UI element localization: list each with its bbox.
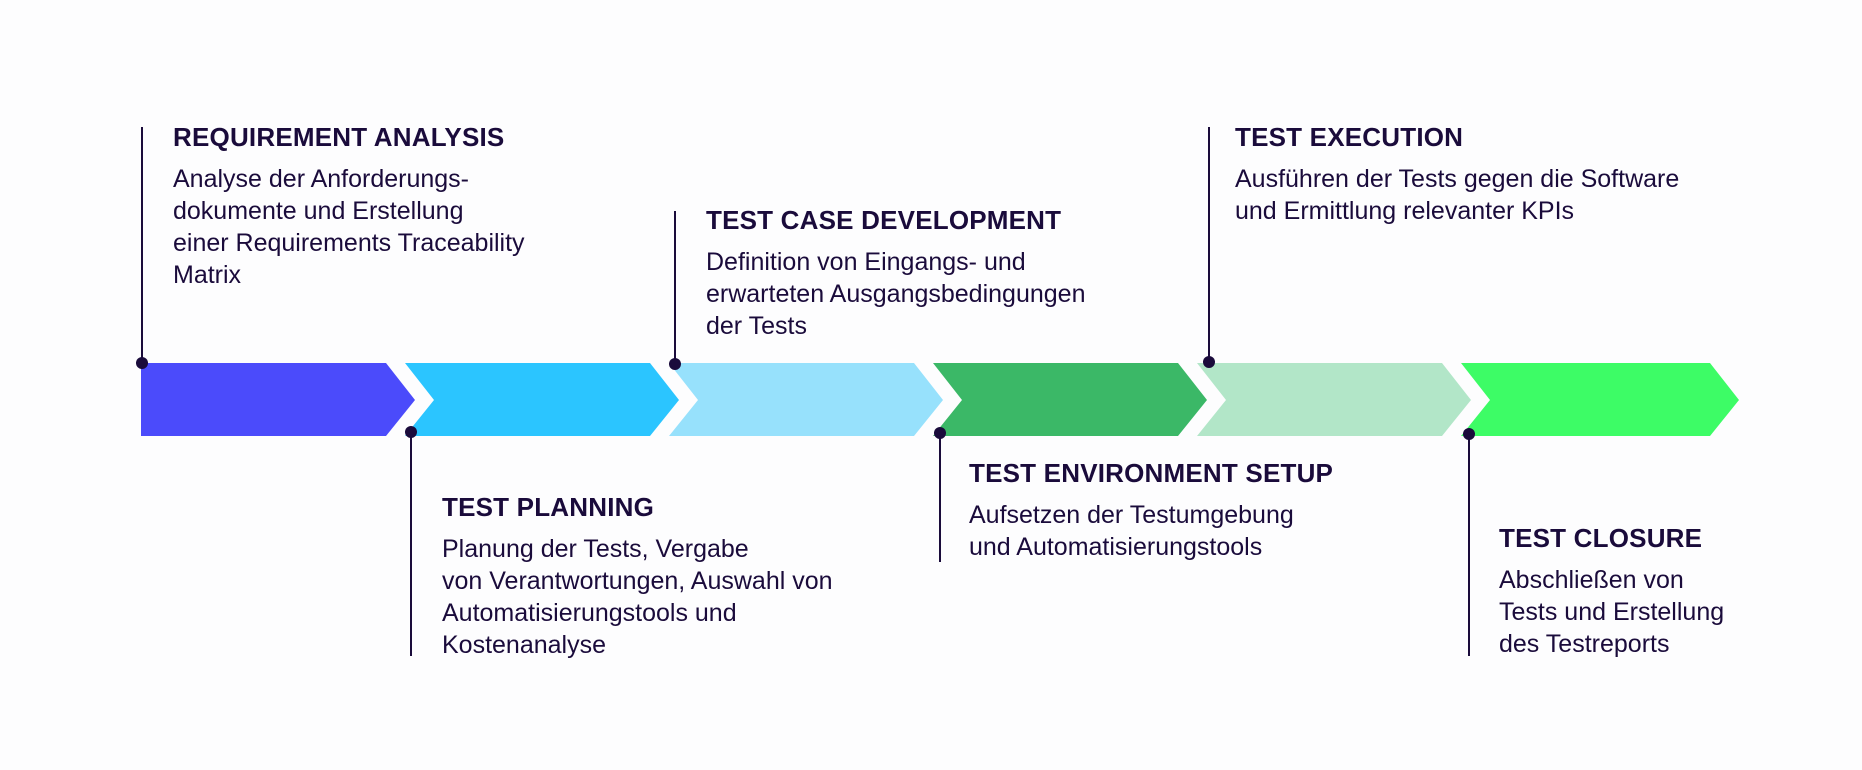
step-test-case-development: TEST CASE DEVELOPMENT Definition von Ein… (706, 204, 1085, 342)
step-title-test-planning: TEST PLANNING (442, 492, 655, 522)
chevron-test-environment-setup (933, 363, 1207, 436)
step-title-test-environment-setup: TEST ENVIRONMENT SETUP (969, 458, 1334, 488)
step-description-test-case-development: Definition von Eingangs- und erwarteten … (706, 248, 1086, 340)
connector-line-test-case-development (674, 211, 676, 364)
chevron-test-execution (1197, 363, 1471, 436)
step-title-test-closure: TEST CLOSURE (1499, 523, 1703, 553)
chevron-test-planning (405, 363, 679, 436)
connector-dot-test-closure (1463, 428, 1475, 440)
step-test-execution: TEST EXECUTION Ausführen der Tests gegen… (1235, 121, 1679, 227)
connector-line-test-environment-setup (939, 433, 941, 562)
step-test-closure: TEST CLOSURE Abschließen von Tests und E… (1499, 522, 1724, 660)
step-requirement-analysis: REQUIREMENT ANALYSIS Analyse der Anforde… (173, 121, 525, 291)
connector-line-test-execution (1208, 127, 1210, 362)
step-description-test-environment-setup: Aufsetzen der Testumgebung und Automatis… (969, 501, 1294, 561)
step-title-test-case-development: TEST CASE DEVELOPMENT (706, 205, 1062, 235)
connector-dot-requirement-analysis (136, 357, 148, 369)
step-description-test-execution: Ausführen der Tests gegen die Software u… (1235, 165, 1680, 225)
connector-line-requirement-analysis (141, 127, 143, 363)
connector-line-test-planning (410, 432, 412, 656)
chevron-requirement-analysis (141, 363, 415, 436)
step-test-planning: TEST PLANNING Planung der Tests, Vergabe… (442, 491, 833, 661)
step-description-requirement-analysis: Analyse der Anforderungs- dokumente und … (173, 165, 525, 289)
connector-dot-test-case-development (669, 358, 681, 370)
connector-dot-test-environment-setup (934, 427, 946, 439)
step-title-test-execution: TEST EXECUTION (1235, 122, 1464, 152)
chevron-test-closure (1461, 363, 1739, 436)
chevron-test-case-development (669, 363, 943, 436)
step-title-requirement-analysis: REQUIREMENT ANALYSIS (173, 122, 505, 152)
step-test-environment-setup: TEST ENVIRONMENT SETUP Aufsetzen der Tes… (969, 457, 1333, 563)
step-description-test-planning: Planung der Tests, Vergabe von Verantwor… (442, 535, 833, 659)
connector-line-test-closure (1468, 435, 1470, 656)
connector-dot-test-planning (405, 426, 417, 438)
connector-dot-test-execution (1203, 356, 1215, 368)
step-description-test-closure: Abschließen von Tests und Erstellung des… (1499, 566, 1725, 658)
